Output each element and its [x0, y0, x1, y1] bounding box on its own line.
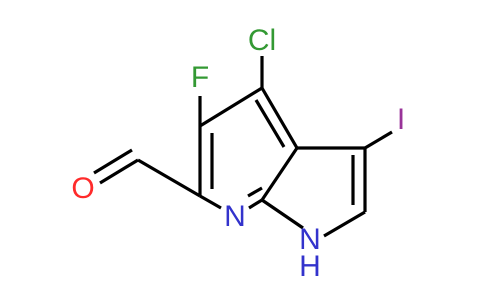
bond-c3a-c4-inner [254, 99, 286, 148]
bond-c3-i [364, 130, 393, 150]
bond-c3a-c4 [260, 87, 299, 149]
nh-hydrogen-label: H [299, 250, 321, 283]
bond-c2-n1 [323, 210, 366, 238]
bond-n7-c7a [248, 198, 263, 210]
bond-c6-cho [137, 158, 201, 198]
bond-cho-o [99, 158, 139, 185]
oxygen-label: O [71, 172, 94, 205]
iodine-label: I [397, 103, 405, 136]
bond-c4-c5 [199, 86, 263, 128]
bond-c7a-c3a [260, 147, 299, 201]
chlorine-label: Cl [248, 24, 276, 57]
bond-cho-o-second [93, 148, 133, 175]
fluorine-label: F [191, 61, 209, 94]
ring-nitrogen-label: N [224, 200, 246, 233]
bond-c6-n7 [199, 194, 222, 210]
bond-n7-c7a-inner [247, 186, 263, 198]
nh-nitrogen-label: N [299, 223, 321, 256]
bond-n1-c7a [261, 198, 304, 230]
bonds [93, 56, 393, 238]
atom-labels: Cl F I N N H O [71, 24, 405, 283]
